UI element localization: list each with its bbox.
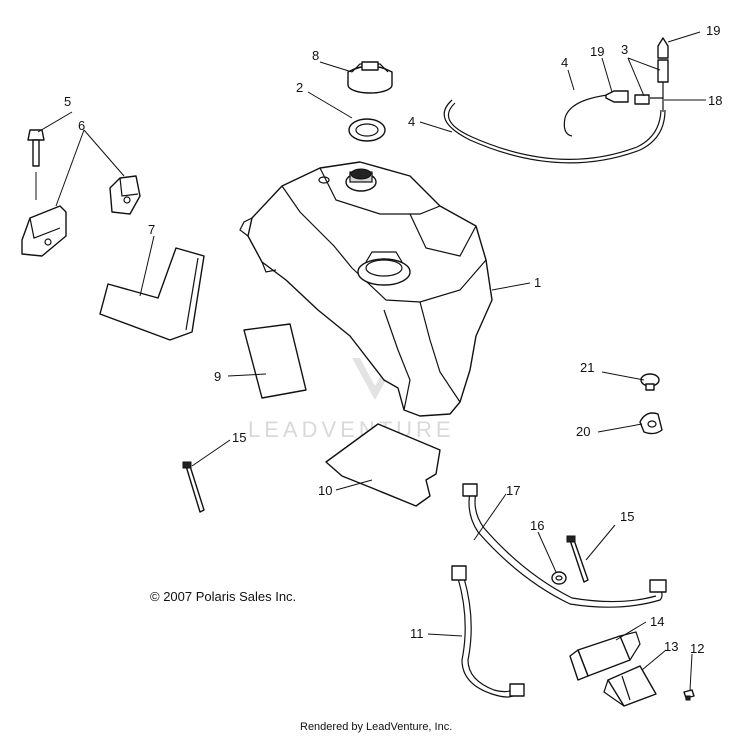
callout-14: 14: [650, 614, 664, 629]
callout-19: 19: [590, 44, 604, 59]
callout-13: 13: [664, 639, 678, 654]
fuel-filter[interactable]: [569, 631, 641, 681]
watermark-text: LEADVENTURE: [248, 417, 455, 442]
cap-gasket[interactable]: [348, 118, 386, 142]
bolt[interactable]: [27, 129, 45, 200]
pad[interactable]: [325, 423, 441, 507]
callouts: 1 2 3 4 4 5 6 7 8 9 10 11 12 13 14 15 15…: [64, 23, 722, 656]
mounting-bracket[interactable]: [21, 205, 67, 257]
fuel-line-assembly[interactable]: [462, 483, 667, 608]
clip[interactable]: [551, 571, 567, 585]
cable-tie[interactable]: [566, 535, 589, 583]
callout-3: 3: [621, 42, 628, 57]
vent-tee[interactable]: [634, 59, 669, 112]
callout-15: 15: [232, 430, 246, 445]
callout-19b: 19: [706, 23, 720, 38]
check-valve[interactable]: [657, 37, 669, 59]
cable-tie[interactable]: [182, 461, 205, 513]
heat-shield[interactable]: [99, 247, 205, 341]
callout-1: 1: [534, 275, 541, 290]
leader-lines: [37, 31, 706, 691]
callout-9: 9: [214, 369, 221, 384]
check-valve[interactable]: [605, 90, 629, 103]
callout-11: 11: [410, 626, 424, 641]
callout-20: 20: [576, 424, 590, 439]
push-clip[interactable]: [639, 412, 663, 435]
rivet[interactable]: [640, 373, 660, 391]
mounting-bracket[interactable]: [109, 175, 141, 215]
vent-hose[interactable]: [443, 94, 666, 164]
callout-18: 18: [708, 93, 722, 108]
callout-2: 2: [296, 80, 303, 95]
callout-10: 10: [318, 483, 332, 498]
callout-4b: 4: [408, 114, 415, 129]
callout-6: 6: [78, 118, 85, 133]
callout-17: 17: [506, 483, 520, 498]
callout-21: 21: [580, 360, 594, 375]
callout-12: 12: [690, 641, 704, 656]
foam-pad[interactable]: [243, 323, 307, 399]
callout-16: 16: [530, 518, 544, 533]
callout-8: 8: [312, 48, 319, 63]
fuel-tank[interactable]: [239, 161, 493, 417]
callout-5: 5: [64, 94, 71, 109]
filter-clamp[interactable]: [603, 665, 657, 707]
fuel-cap[interactable]: [347, 61, 393, 94]
callout-15b: 15: [620, 509, 634, 524]
fuel-line[interactable]: [451, 565, 525, 698]
copyright: © 2007 Polaris Sales Inc.: [150, 589, 296, 604]
screw[interactable]: [683, 689, 695, 701]
callout-7: 7: [148, 222, 155, 237]
callout-4: 4: [561, 55, 568, 70]
footer-credit: Rendered by LeadVenture, Inc.: [300, 721, 452, 733]
